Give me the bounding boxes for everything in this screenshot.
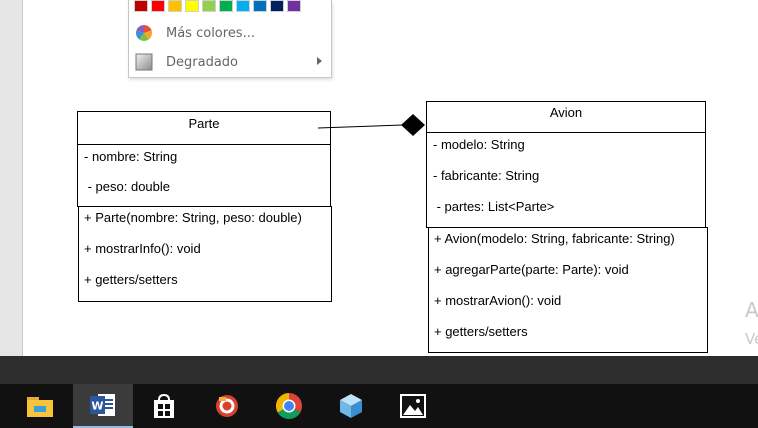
avion-attribute: - modelo: String <box>433 137 525 152</box>
taskbar-photos[interactable] <box>383 384 443 428</box>
color-swatch[interactable] <box>151 0 165 12</box>
word-icon: W <box>90 394 115 416</box>
avion-operation: + Avion(modelo: String, fabricante: Stri… <box>434 231 675 246</box>
taskbar-chrome[interactable] <box>259 384 319 428</box>
parte-operation: + mostrarInfo(): void <box>84 241 201 256</box>
color-swatch[interactable] <box>219 0 233 12</box>
file-explorer-icon <box>27 397 53 417</box>
standard-colors-row <box>134 0 301 14</box>
gradient-label: Degradado <box>166 54 238 70</box>
taskbar-file-explorer[interactable] <box>10 384 70 428</box>
avion-operation: + getters/setters <box>434 324 528 339</box>
activation-watermark-text: Ve <box>745 330 758 348</box>
composition-diamond-icon <box>401 114 425 136</box>
parte-class-name-box[interactable]: Parte <box>77 111 331 145</box>
parte-operation: + getters/setters <box>84 272 178 287</box>
activation-watermark-text: A <box>745 298 758 322</box>
avion-class-name: Avion <box>549 105 583 120</box>
photos-icon <box>400 394 426 418</box>
taskbar-store[interactable] <box>134 384 194 428</box>
color-swatch[interactable] <box>185 0 199 12</box>
color-swatch[interactable] <box>253 0 267 12</box>
color-dropdown-menu: Más colores... Degradado <box>128 0 332 78</box>
taskbar-box-app[interactable] <box>321 384 381 428</box>
parte-operation: + Parte(nombre: String, peso: double) <box>84 210 302 225</box>
taskbar-upper-strip <box>0 356 758 384</box>
more-colors-label: Más colores... <box>166 25 255 41</box>
more-colors-menu-item[interactable]: Más colores... <box>129 20 331 46</box>
submenu-arrow-icon <box>317 57 322 65</box>
avion-attribute: - fabricante: String <box>433 168 540 183</box>
parte-operations-box[interactable]: + Parte(nombre: String, peso: double) + … <box>78 206 332 302</box>
avion-attributes-box[interactable]: - modelo: String - fabricante: String - … <box>426 132 706 228</box>
chrome-icon <box>275 392 303 420</box>
parte-attributes-box[interactable]: - nombre: String - peso: double <box>77 144 331 207</box>
store-icon <box>154 393 174 418</box>
app-icon <box>216 395 238 417</box>
taskbar-app[interactable] <box>197 384 257 428</box>
color-swatch[interactable] <box>134 0 148 12</box>
avion-operation: + mostrarAvion(): void <box>434 293 562 308</box>
association-line[interactable] <box>317 124 404 129</box>
avion-operation: + agregarParte(parte: Parte): void <box>434 262 629 277</box>
taskbar: W <box>0 384 758 428</box>
gradient-icon <box>135 53 153 71</box>
gradient-menu-item[interactable]: Degradado <box>129 49 331 75</box>
taskbar-word[interactable]: W <box>73 384 133 428</box>
color-swatch[interactable] <box>236 0 250 12</box>
color-swatch[interactable] <box>287 0 301 12</box>
color-swatch[interactable] <box>270 0 284 12</box>
parte-attribute: - peso: double <box>84 179 171 194</box>
parte-class-name: Parte <box>188 116 220 131</box>
avion-operations-box[interactable]: + Avion(modelo: String, fabricante: Stri… <box>428 227 708 353</box>
document-left-gutter <box>0 0 23 356</box>
box-app-icon <box>340 394 362 418</box>
color-wheel-icon <box>135 25 153 42</box>
parte-attribute: - nombre: String <box>84 149 178 164</box>
color-swatch[interactable] <box>202 0 216 12</box>
color-swatch[interactable] <box>168 0 182 12</box>
word-glyph: W <box>91 400 103 413</box>
avion-attribute: - partes: List<Parte> <box>433 199 555 214</box>
